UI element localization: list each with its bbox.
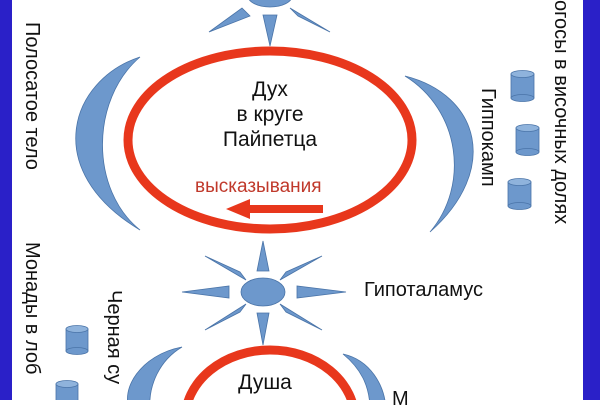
top-ellipse xyxy=(123,46,417,234)
right-border-bar xyxy=(583,0,600,400)
crescent-icon-right-bottom xyxy=(342,353,386,400)
spirit-line-1: Дух xyxy=(252,78,288,101)
cylinder-icon-group-right xyxy=(507,70,540,210)
crescent-icon-left-bottom xyxy=(127,346,183,400)
sun-star-icon-top xyxy=(208,0,331,47)
hippocampus-label: Гиппокамп xyxy=(477,88,499,187)
sun-star-icon-middle xyxy=(181,240,347,346)
speech-label: высказывания xyxy=(195,176,322,197)
diagram-canvas xyxy=(55,0,540,400)
spirit-line-3: Пайпетца xyxy=(222,128,318,151)
soul-label: Душа xyxy=(238,371,292,394)
hypothalamus-label: Гипоталамус xyxy=(364,279,483,301)
cylinder-icon-group-left xyxy=(55,325,89,400)
black-substance-label: Черная су xyxy=(103,290,125,385)
crescent-icon-right-top xyxy=(404,75,474,233)
logos-label: огосы в височных долях xyxy=(550,0,572,225)
spirit-label: Дух в круге Пайпетца xyxy=(200,77,340,152)
spirit-line-2: в круге xyxy=(236,103,304,126)
monads-label: Монады в лоб xyxy=(21,242,43,375)
left-border-bar xyxy=(0,0,12,400)
arrow-left-icon xyxy=(226,199,323,219)
striatum-label: Полосатое тело xyxy=(21,22,43,170)
bottom-ellipse xyxy=(183,345,357,400)
crescent-icon-left-top xyxy=(75,56,141,231)
